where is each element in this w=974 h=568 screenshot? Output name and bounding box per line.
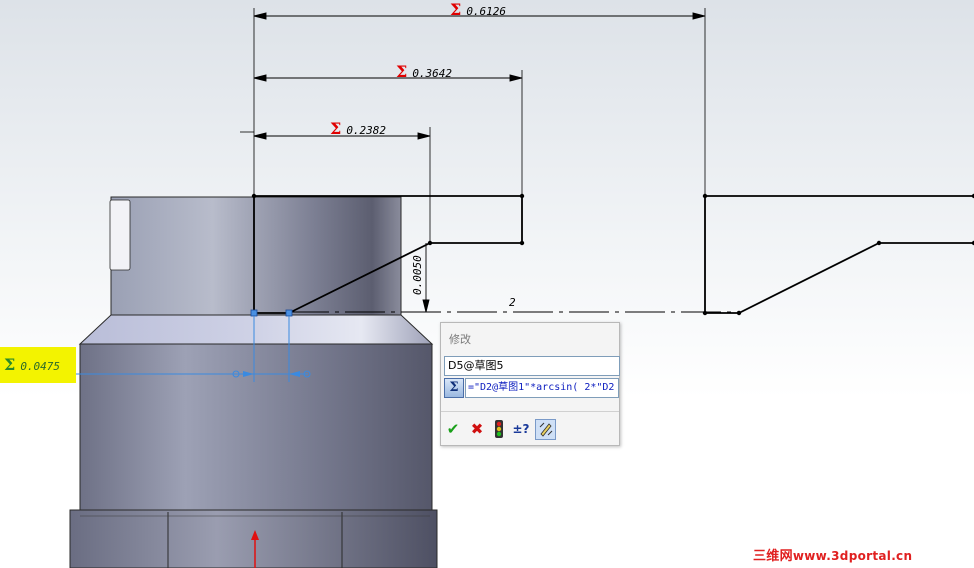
upper-cylinder[interactable] [110,196,402,316]
sketch-profile-left[interactable] [253,195,523,314]
ok-check-icon[interactable]: ✔ [446,420,460,438]
selected-dimension[interactable] [76,316,311,382]
dimension-second[interactable]: Σ 0.3642 [396,62,452,81]
sigma-icon: Σ [450,0,462,19]
selected-point[interactable] [285,309,293,317]
lower-cylinder[interactable] [79,343,433,513]
modify-dialog[interactable]: 修改 D5@草图5 Σ ="D2@草图1"*arcsin( 2*"D2 ✔ ✖ … [440,322,620,446]
watermark-url: www.3dportal.cn [792,549,913,563]
mark-dimension-icon[interactable] [535,419,556,440]
dimension-value: 0.3642 [412,67,453,80]
watermark: 三维网www.3dportal.cn [753,545,912,564]
watermark-cn: 三维网 [753,549,793,564]
dimension-value: 0.0475 [20,360,61,373]
selected-dimension-arrows [243,371,300,377]
selected-point[interactable] [250,309,258,317]
dimension-third[interactable]: Σ 0.2382 [330,119,386,138]
extension-lines [240,8,706,243]
dimension-name-field[interactable]: D5@草图5 [444,356,620,376]
dimension-value: 0.2382 [346,124,387,137]
rebuild-traffic-light-icon[interactable] [489,419,509,439]
sketch-profile-right[interactable] [704,195,974,314]
equation-row: Σ ="D2@草图1"*arcsin( 2*"D2 [444,378,619,398]
sigma-icon: Σ [330,119,342,138]
equation-input[interactable]: ="D2@草图1"*arcsin( 2*"D2 [465,378,619,398]
centerline-label[interactable]: 2 [509,296,516,309]
sigma-icon: Σ [4,355,16,374]
sigma-icon[interactable]: Σ [444,378,464,398]
dialog-separator [441,411,619,412]
tolerance-button[interactable]: ±? [512,422,530,436]
dimension-vertical-step[interactable]: 0.0050 [411,255,424,295]
dimension-overall[interactable]: Σ 0.6126 [450,0,506,19]
dialog-title: 修改 [449,333,471,346]
sigma-icon: Σ [396,62,408,81]
origin-icon [251,530,259,568]
cancel-x-icon[interactable]: ✖ [470,420,484,438]
upper-slot [109,199,131,271]
dimension-value: 0.6126 [466,5,507,18]
chamfer-face[interactable] [78,314,434,345]
dimension-highlighted[interactable]: Σ 0.0475 [0,347,76,383]
dimension-lines[interactable] [253,12,706,313]
